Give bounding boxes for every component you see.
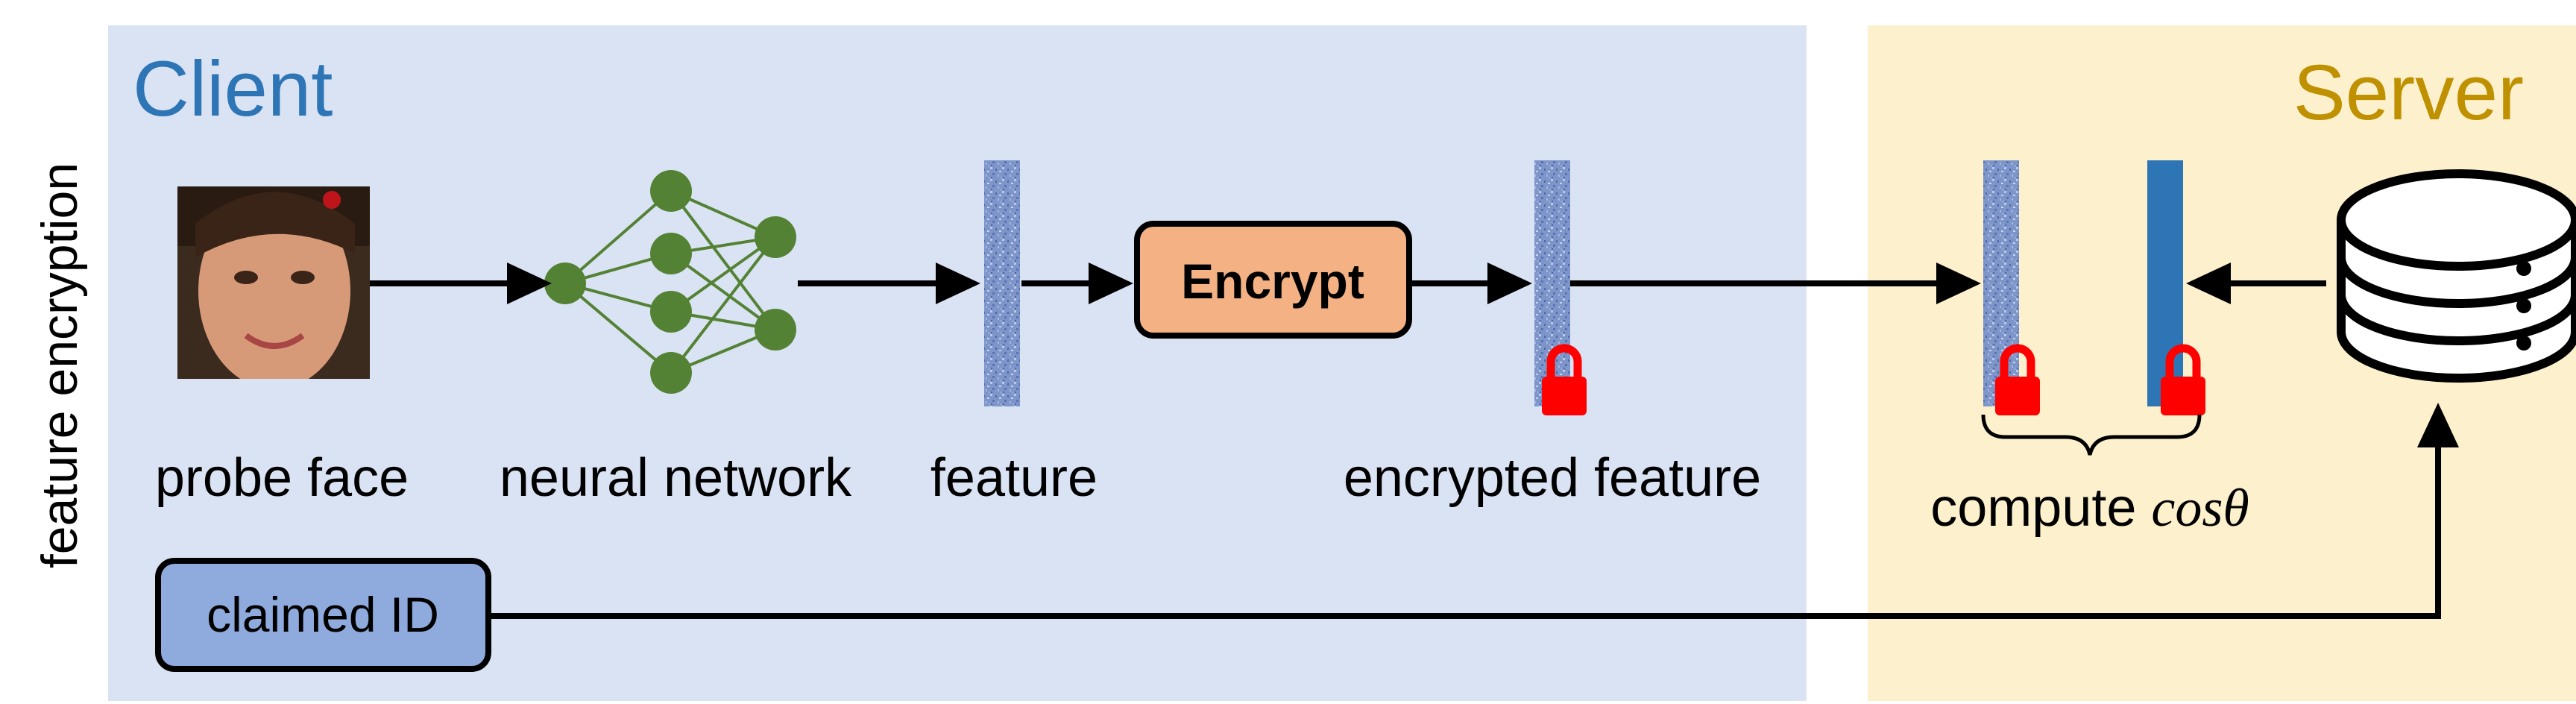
claimed-id-button[interactable]: claimed ID xyxy=(155,558,491,672)
arrowheads xyxy=(507,263,2459,447)
encrypt-button[interactable]: Encrypt xyxy=(1134,221,1412,339)
neural-network-nodes xyxy=(544,170,796,394)
compute-prefix: compute xyxy=(1930,478,2151,538)
probe-face-image xyxy=(177,186,370,379)
svg-text:Encrypt: Encrypt xyxy=(1181,254,1364,309)
label-probe-face: probe face xyxy=(155,448,409,508)
database-icon xyxy=(2337,169,2576,383)
compute-formula: cosθ xyxy=(2151,478,2249,538)
client-title: Client xyxy=(133,45,333,133)
enrolled-template-vector xyxy=(2147,160,2183,406)
lock-icon xyxy=(1995,344,2040,415)
lock-icon xyxy=(2161,344,2205,415)
feature-vector xyxy=(984,160,1020,406)
svg-text:claimed ID: claimed ID xyxy=(207,587,439,642)
lock-icon xyxy=(1542,344,1587,415)
server-title: Server xyxy=(2293,49,2524,136)
label-neural-network: neural network xyxy=(500,448,852,508)
brace xyxy=(1981,414,2202,456)
label-encrypted-feature: encrypted feature xyxy=(1344,448,1761,508)
label-feature: feature xyxy=(930,448,1098,508)
arrow-claimed-id-to-database xyxy=(488,447,2441,619)
arrows xyxy=(370,280,2441,619)
label-compute: compute cosθ xyxy=(1930,478,2249,538)
side-label: feature encryption xyxy=(31,163,88,568)
